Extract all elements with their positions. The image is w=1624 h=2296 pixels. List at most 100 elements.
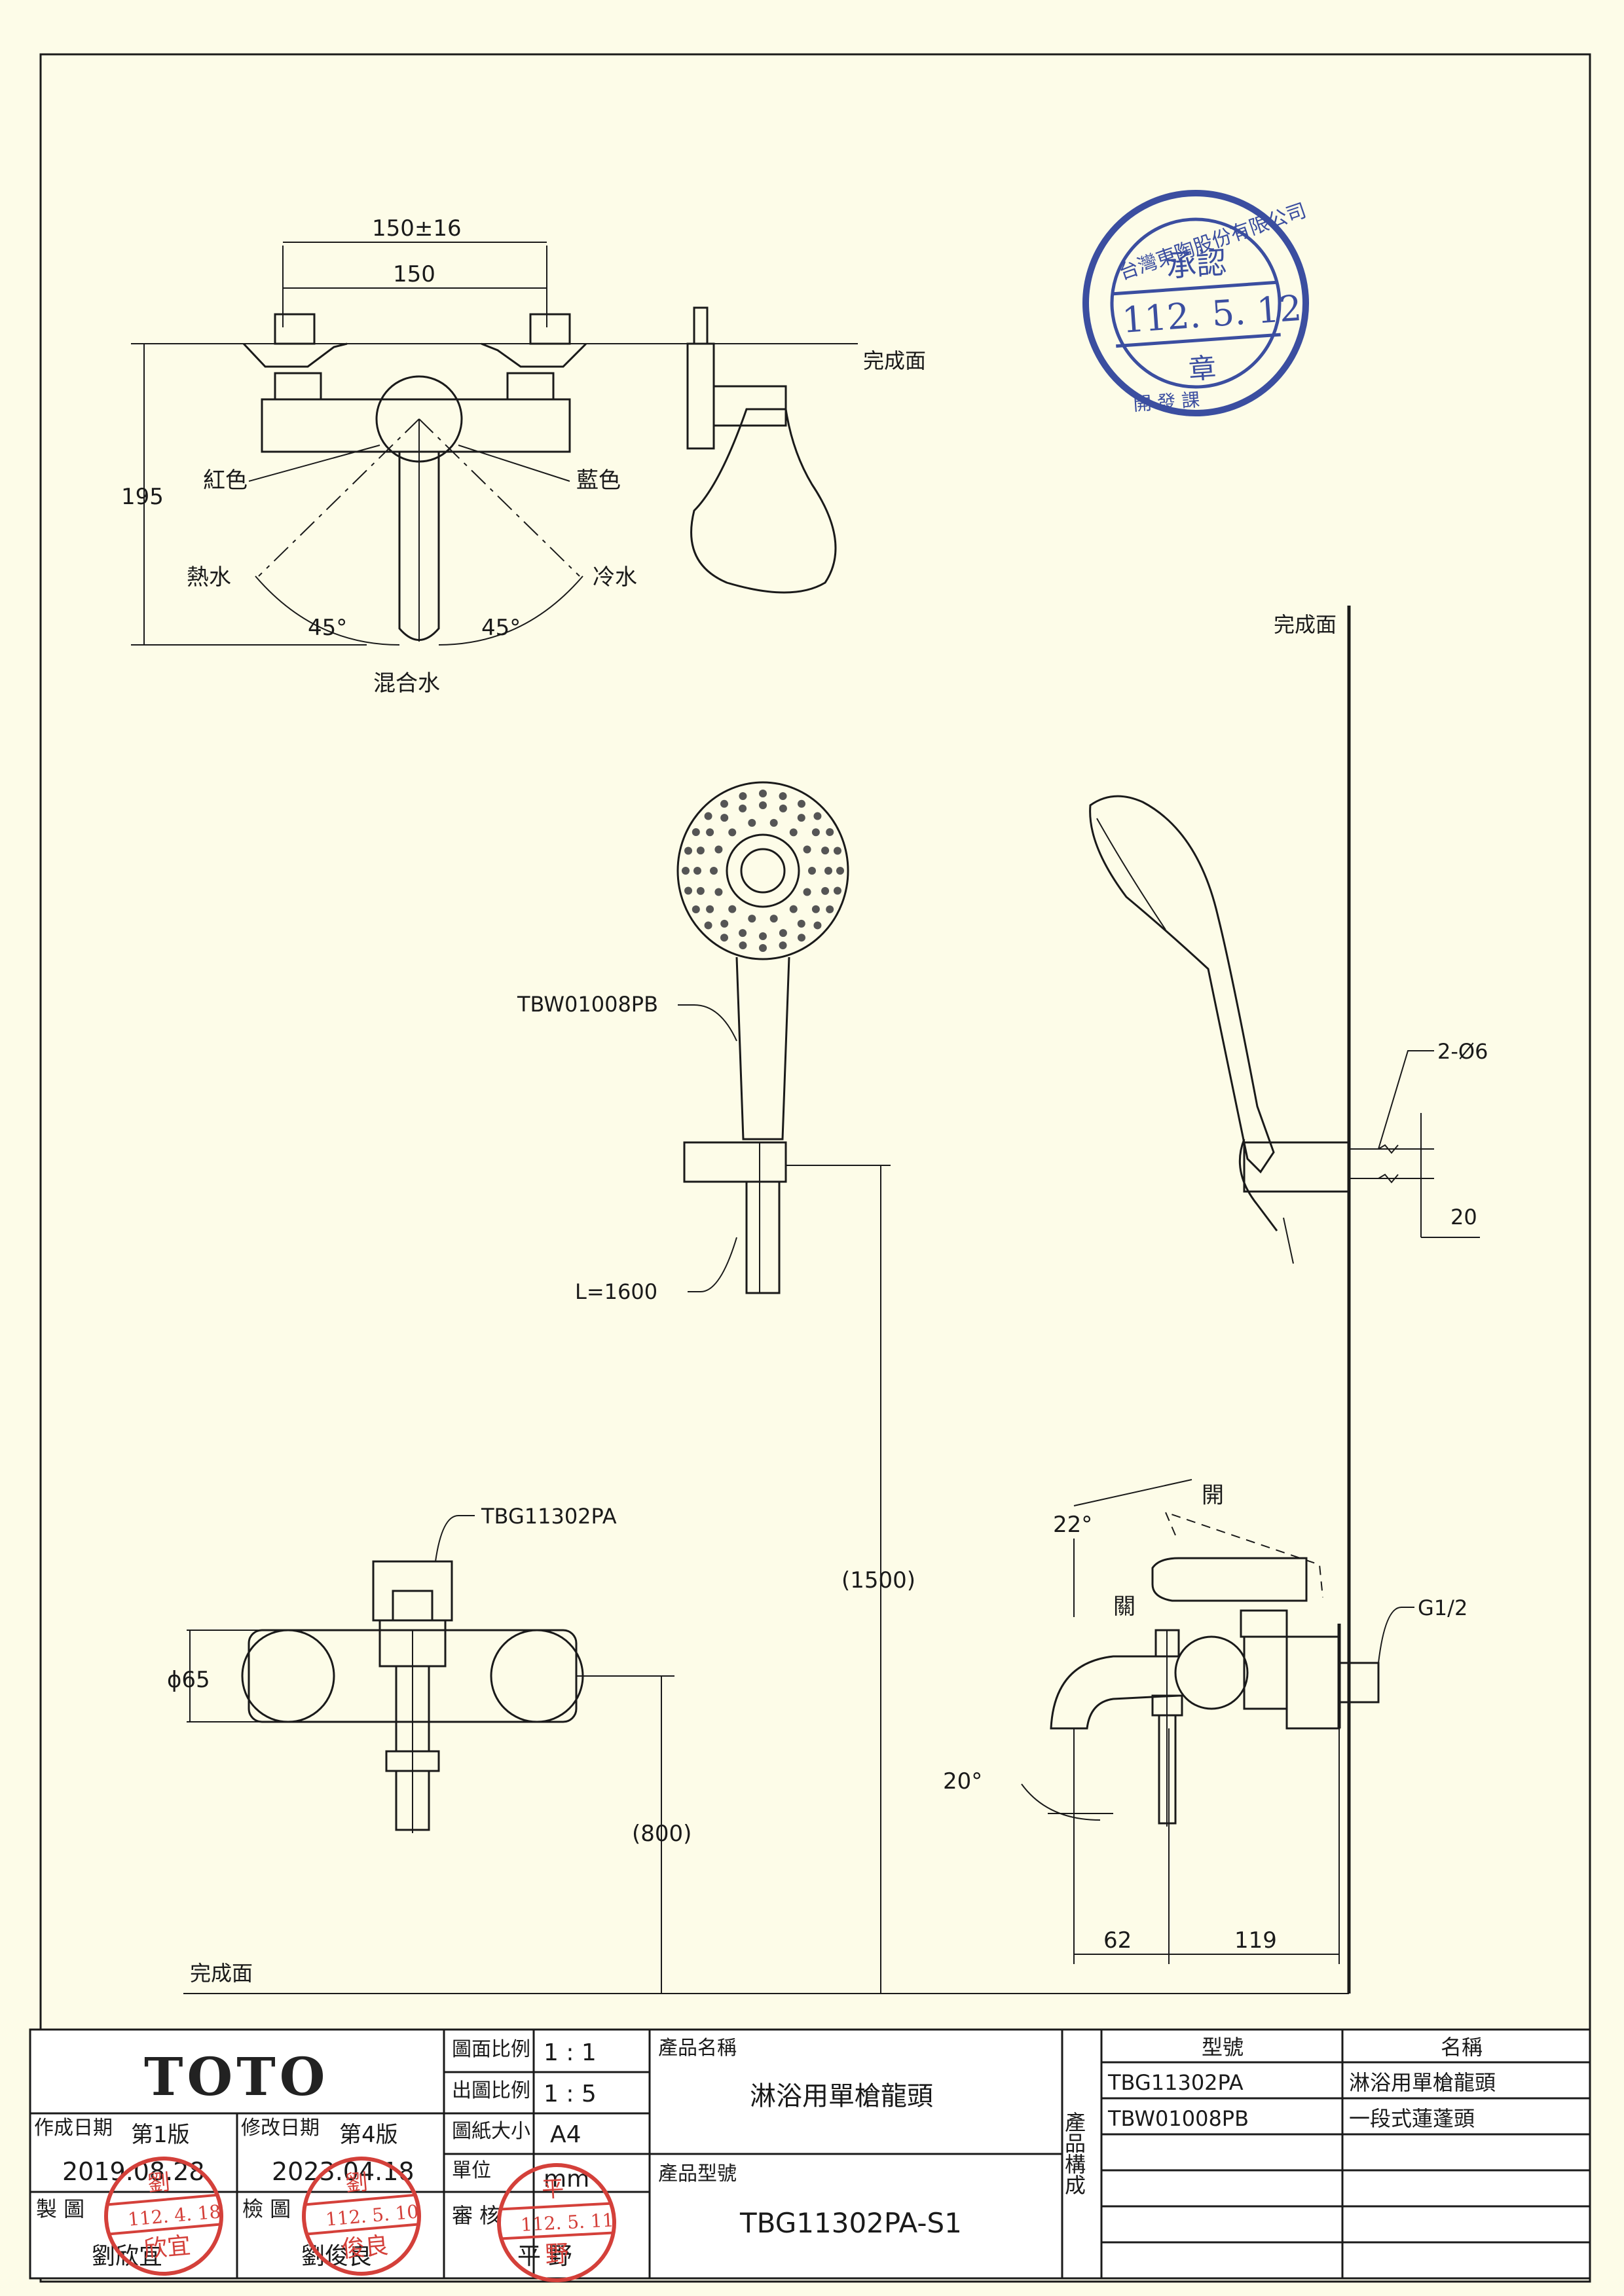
stamp-dept: 開 發 課 xyxy=(1132,389,1200,415)
created-label: 作成日期 xyxy=(34,2117,113,2140)
nozzle-dot xyxy=(739,941,747,949)
nozzle-dot xyxy=(748,818,756,827)
product-model: TBG11302PA-S1 xyxy=(739,2207,962,2239)
approved-stamp: 平 112. 5. 11 野 xyxy=(497,2163,616,2282)
nozzle-dot xyxy=(797,919,805,928)
hand-shower-model-label: TBW01008PB xyxy=(517,992,658,1017)
angle-22: 22° xyxy=(1053,1512,1092,1538)
revised-version: 第4版 xyxy=(339,2122,398,2148)
hose-length-label: L=1600 xyxy=(575,1279,657,1304)
nozzle-dot xyxy=(779,804,787,812)
drawn-stamp-top: 劉 xyxy=(147,2169,171,2197)
nozzle-dot xyxy=(759,944,767,952)
nozzle-dot xyxy=(696,847,705,855)
nozzle-dot xyxy=(748,915,756,923)
label-mixed: 混合水 xyxy=(373,670,440,697)
stamp-title: 承認 xyxy=(1165,245,1228,284)
nozzle-dot xyxy=(824,867,832,875)
nozzle-dot xyxy=(826,828,834,836)
approved-stamp-bottom: 野 xyxy=(544,2240,569,2269)
product-model-label: 產品型號 xyxy=(658,2162,737,2185)
angle-20: 20° xyxy=(943,1768,982,1795)
nozzle-dot xyxy=(692,905,700,913)
nozzle-dot xyxy=(720,814,729,822)
component-name-2: 一段式蓮蓬頭 xyxy=(1349,2106,1475,2131)
nozzle-dot xyxy=(739,792,747,801)
front-view-valve: 完成面 150±16 150 195 紅色 藍色 熱水 冷水 45° xyxy=(121,215,926,697)
nozzle-dot xyxy=(811,905,820,913)
finish-surface-label-1: 完成面 xyxy=(863,348,926,373)
nozzle-dot xyxy=(769,915,778,923)
finish-surface-label-2: 完成面 xyxy=(1274,612,1337,637)
nozzle-dot xyxy=(798,799,805,808)
nozzle-dot xyxy=(682,867,690,875)
dim-800: (800) xyxy=(632,1821,692,1847)
paper-size-label: 圖紙大小 xyxy=(452,2120,530,2143)
product-name: 淋浴用單槍龍頭 xyxy=(750,2081,933,2111)
label-blue: 藍色 xyxy=(576,467,621,494)
label-hot: 熱水 xyxy=(187,564,231,591)
nozzle-dot xyxy=(798,934,805,942)
nozzle-dot xyxy=(808,867,816,875)
nozzle-dot xyxy=(759,801,767,809)
nozzle-dot xyxy=(710,867,718,875)
dim-1500: (1500) xyxy=(841,1567,915,1594)
dim-62: 62 xyxy=(1103,1927,1132,1954)
composition-header-model: 型號 xyxy=(1202,2035,1244,2060)
component-model-2: TBW01008PB xyxy=(1107,2106,1249,2131)
faucet-side-view: G1/2 62 119 開 關 22° 20° xyxy=(943,1479,1467,1964)
approved-by: 平 野 xyxy=(517,2243,572,2270)
scale-drawing: 1 : 1 xyxy=(544,2039,597,2066)
nozzle-dot xyxy=(833,886,841,895)
holes-label: 2-Ø6 xyxy=(1437,1039,1488,1064)
nozzle-dot xyxy=(813,812,822,820)
drawn-stamp-bottom: 欣宜 xyxy=(143,2232,192,2263)
label-cold: 冷水 xyxy=(593,564,637,591)
nozzle-dot xyxy=(728,905,737,913)
nozzle-dot xyxy=(833,847,841,855)
drawing-border xyxy=(39,53,1591,2283)
paper-size: A4 xyxy=(550,2121,581,2148)
drawn-by: 劉欣宜 xyxy=(92,2243,162,2270)
nozzle-dot xyxy=(692,828,700,836)
nozzle-dot xyxy=(811,828,820,837)
nozzle-dot xyxy=(720,799,728,808)
approved-label: 審 核 xyxy=(452,2203,500,2228)
finish-surface-label-3: 完成面 xyxy=(190,1961,253,1986)
nozzle-dot xyxy=(739,804,747,812)
title-block: TOTO 作成日期 第1版 2019.08.28 修改日期 第4版 2023.0… xyxy=(29,2028,1591,2282)
checked-label: 檢 圖 xyxy=(242,2196,291,2221)
nozzle-dot xyxy=(704,812,712,820)
nozzle-dot xyxy=(739,929,747,938)
nozzle-dot xyxy=(821,886,830,895)
nozzle-dot xyxy=(769,818,778,827)
checked-stamp-bottom: 俊良 xyxy=(341,2232,390,2263)
nozzle-dot xyxy=(706,828,714,837)
dim-150: 150 xyxy=(393,261,435,287)
approved-stamp-top: 平 xyxy=(541,2176,564,2203)
angle-45-left: 45° xyxy=(308,615,347,641)
nozzle-dot xyxy=(779,792,787,801)
nozzle-dot xyxy=(728,828,737,837)
nozzle-dot xyxy=(797,814,805,822)
label-close: 關 xyxy=(1113,1594,1135,1620)
nozzle-dot xyxy=(693,867,701,875)
faucet-front-view: 完成面 ϕ65 (800) TBG11302PA xyxy=(167,1504,1349,1994)
nozzle-dot xyxy=(821,847,830,855)
nozzle-dot xyxy=(714,845,723,854)
nozzle-dot xyxy=(704,921,712,930)
unit-label: 單位 xyxy=(452,2159,491,2182)
thread-label: G1/2 xyxy=(1418,1595,1467,1620)
nozzle-dot xyxy=(684,847,693,855)
nozzle-dot xyxy=(696,886,705,895)
scale-output: 1 : 5 xyxy=(544,2081,597,2107)
nozzle-dot xyxy=(759,932,767,940)
nozzle-dot xyxy=(789,905,798,913)
component-model-1: TBG11302PA xyxy=(1107,2070,1244,2095)
nozzle-dot xyxy=(779,941,787,949)
nozzle-dot xyxy=(803,888,811,896)
nozzle-dot xyxy=(779,929,787,938)
label-red: 紅色 xyxy=(203,467,248,494)
product-name-label: 產品名稱 xyxy=(658,2037,737,2060)
faucet-model-label: TBG11302PA xyxy=(481,1504,617,1529)
